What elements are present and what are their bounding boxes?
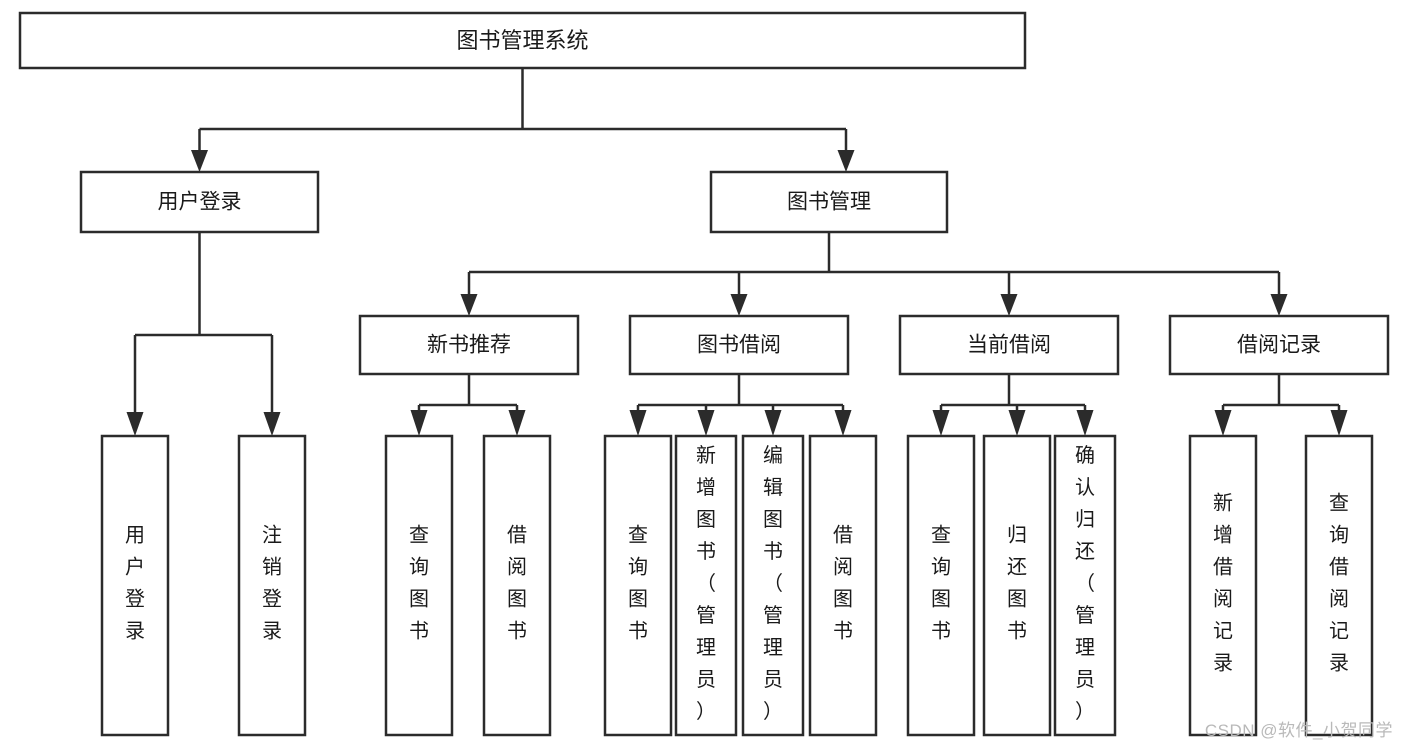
leaf-node-box[interactable]	[482, 434, 552, 737]
leaf-node[interactable]: 归还图书	[982, 434, 1052, 737]
leaf-node-label: 查询图书	[409, 524, 429, 643]
leaf-node-box[interactable]	[982, 434, 1052, 737]
arrow-head-current-borrow	[1000, 294, 1018, 316]
arrow-head-leaf-add-book-admin	[697, 410, 715, 436]
leaf-node-box[interactable]	[1053, 434, 1117, 737]
leaf-node-label: 注销登录	[262, 524, 282, 643]
node-borrow-record-label: 借阅记录	[1237, 334, 1321, 357]
arrow-head-new-book-recommend	[460, 294, 478, 316]
leaf-node-label: 借阅图书	[507, 524, 527, 643]
connector-layer	[126, 68, 1348, 436]
arrow-head-book-borrow	[730, 294, 748, 316]
leaf-node-layer: 用户登录 注销登录 查询图书 借阅图书 查询图书 新增图书（管理员） 编辑图书（管理员） 借阅…	[100, 434, 1374, 737]
leaf-node[interactable]: 查询图书	[384, 434, 454, 737]
leaf-node-box[interactable]	[1188, 434, 1258, 737]
arrow-head-leaf-query-book-current	[932, 410, 950, 436]
arrow-head-borrow-record	[1270, 294, 1288, 316]
leaf-node-label: 确认归还（管理员）	[1075, 444, 1095, 723]
arrow-head-leaf-borrow-book-recommend	[508, 410, 526, 436]
leaf-node[interactable]: 借阅图书	[482, 434, 552, 737]
node-root-box[interactable]	[18, 11, 1027, 70]
leaf-node-box[interactable]	[1304, 434, 1374, 737]
arrow-head-book-management	[837, 150, 855, 172]
arrow-head-leaf-borrow-book	[834, 410, 852, 436]
leaf-node-box[interactable]	[100, 434, 170, 737]
node-user-login[interactable]: 用户登录	[79, 170, 320, 234]
leaf-node[interactable]: 查询图书	[906, 434, 976, 737]
node-current-borrow-box[interactable]	[898, 314, 1120, 376]
leaf-node-label: 新增借阅记录	[1213, 492, 1233, 675]
leaf-node-label: 借阅图书	[833, 524, 853, 643]
node-book-management-label: 图书管理	[787, 191, 871, 214]
leaf-node[interactable]: 查询图书	[603, 434, 673, 737]
arrow-head-leaf-query-book	[629, 410, 647, 436]
node-current-borrow-label: 当前借阅	[967, 334, 1051, 357]
leaf-node-box[interactable]	[808, 434, 878, 737]
arrow-head-leaf-query-borrow-record	[1330, 410, 1348, 436]
leaf-node[interactable]: 注销登录	[237, 434, 307, 737]
leaf-node-label: 编辑图书（管理员）	[763, 444, 783, 723]
leaf-node[interactable]: 编辑图书（管理员）	[741, 434, 805, 737]
leaf-node-box[interactable]	[741, 434, 805, 737]
arrow-head-leaf-add-borrow-record	[1214, 410, 1232, 436]
arrow-head-leaf-return-book	[1008, 410, 1026, 436]
node-new-book-recommend-box[interactable]	[358, 314, 580, 376]
leaf-node[interactable]: 借阅图书	[808, 434, 878, 737]
leaf-node[interactable]: 用户登录	[100, 434, 170, 737]
node-new-book-recommend-label: 新书推荐	[427, 334, 511, 357]
node-borrow-record[interactable]: 借阅记录	[1168, 314, 1390, 376]
leaf-node-label: 查询图书	[931, 524, 951, 643]
leaf-node-label: 归还图书	[1007, 524, 1027, 643]
leaf-node-box[interactable]	[384, 434, 454, 737]
node-current-borrow[interactable]: 当前借阅	[898, 314, 1120, 376]
leaf-node-box[interactable]	[603, 434, 673, 737]
node-user-login-label: 用户登录	[158, 191, 242, 214]
node-user-login-box[interactable]	[79, 170, 320, 234]
arrow-head-leaf-query-book-recommend	[410, 410, 428, 436]
leaf-node[interactable]: 查询借阅记录	[1304, 434, 1374, 737]
node-book-borrow-box[interactable]	[628, 314, 850, 376]
node-new-book-recommend[interactable]: 新书推荐	[358, 314, 580, 376]
node-book-borrow[interactable]: 图书借阅	[628, 314, 850, 376]
arrow-head-user-login	[191, 150, 208, 172]
node-book-borrow-label: 图书借阅	[697, 334, 781, 357]
leaf-node[interactable]: 新增图书（管理员）	[674, 434, 738, 737]
leaf-node-box[interactable]	[674, 434, 738, 737]
leaf-node-label: 新增图书（管理员）	[696, 444, 716, 723]
node-root-label: 图书管理系统	[456, 28, 588, 53]
leaf-node-box[interactable]	[237, 434, 307, 737]
leaf-node-box[interactable]	[906, 434, 976, 737]
arrow-head-leaf-confirm-return-admin	[1076, 410, 1094, 436]
node-borrow-record-box[interactable]	[1168, 314, 1390, 376]
leaf-node-label: 用户登录	[125, 525, 145, 643]
node-book-management[interactable]: 图书管理	[709, 170, 949, 234]
leaf-node[interactable]: 新增借阅记录	[1188, 434, 1258, 737]
arrow-head-leaf-edit-book-admin	[764, 410, 782, 436]
node-book-management-box[interactable]	[709, 170, 949, 234]
arrow-head-leaf-user-login	[126, 412, 144, 436]
leaf-node-label: 查询图书	[628, 524, 648, 643]
arrow-head-leaf-logout	[263, 412, 281, 436]
node-root[interactable]: 图书管理系统	[18, 11, 1027, 70]
leaf-node[interactable]: 确认归还（管理员）	[1053, 434, 1117, 737]
leaf-node-label: 查询借阅记录	[1329, 492, 1349, 675]
